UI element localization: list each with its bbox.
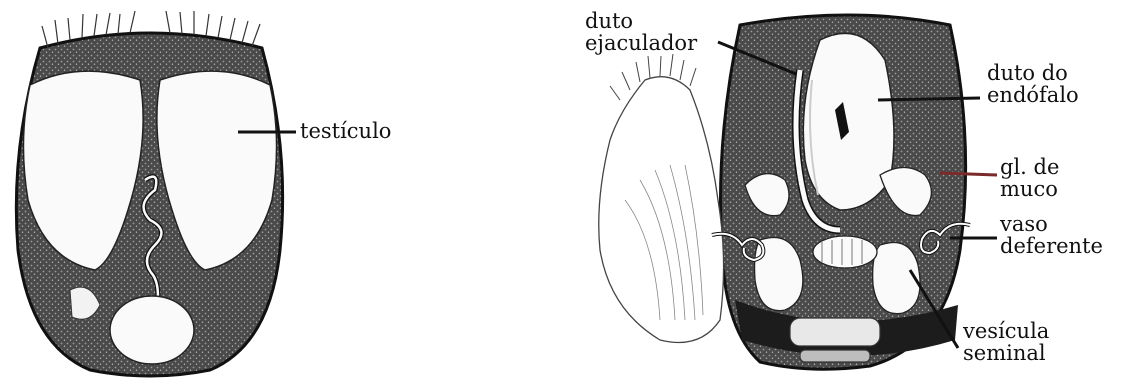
label-vesicula-seminal: vesícula seminal bbox=[963, 320, 1049, 364]
right-endophallus bbox=[803, 33, 894, 210]
label-line: endófalo bbox=[987, 84, 1079, 106]
label-line: deferente bbox=[1000, 235, 1103, 257]
right-seminal-vesicle-right bbox=[873, 243, 920, 314]
right-everted-sac bbox=[599, 77, 724, 343]
left-specimen bbox=[16, 11, 282, 376]
label-line: duto bbox=[585, 10, 697, 32]
label-line: vaso bbox=[1000, 213, 1103, 235]
label-duto-endofalo: duto do endófalo bbox=[987, 62, 1079, 106]
left-seminal-vesicle bbox=[110, 296, 194, 364]
label-duto-ejaculador: duto ejaculador bbox=[585, 10, 697, 54]
label-vaso-deferente: vaso deferente bbox=[1000, 213, 1103, 257]
label-line: seminal bbox=[963, 342, 1049, 364]
label-line: gl. de bbox=[1000, 156, 1059, 178]
right-lower-structures bbox=[790, 318, 880, 362]
label-line: vesícula bbox=[963, 320, 1049, 342]
label-line: muco bbox=[1000, 178, 1059, 200]
label-line: duto do bbox=[987, 62, 1079, 84]
label-testiculo: testículo bbox=[300, 120, 391, 142]
label-line: ejaculador bbox=[585, 32, 697, 54]
leader-gl-muco bbox=[940, 173, 997, 175]
label-gl-muco: gl. de muco bbox=[1000, 156, 1059, 200]
leader-duto-endofalo bbox=[878, 98, 980, 100]
